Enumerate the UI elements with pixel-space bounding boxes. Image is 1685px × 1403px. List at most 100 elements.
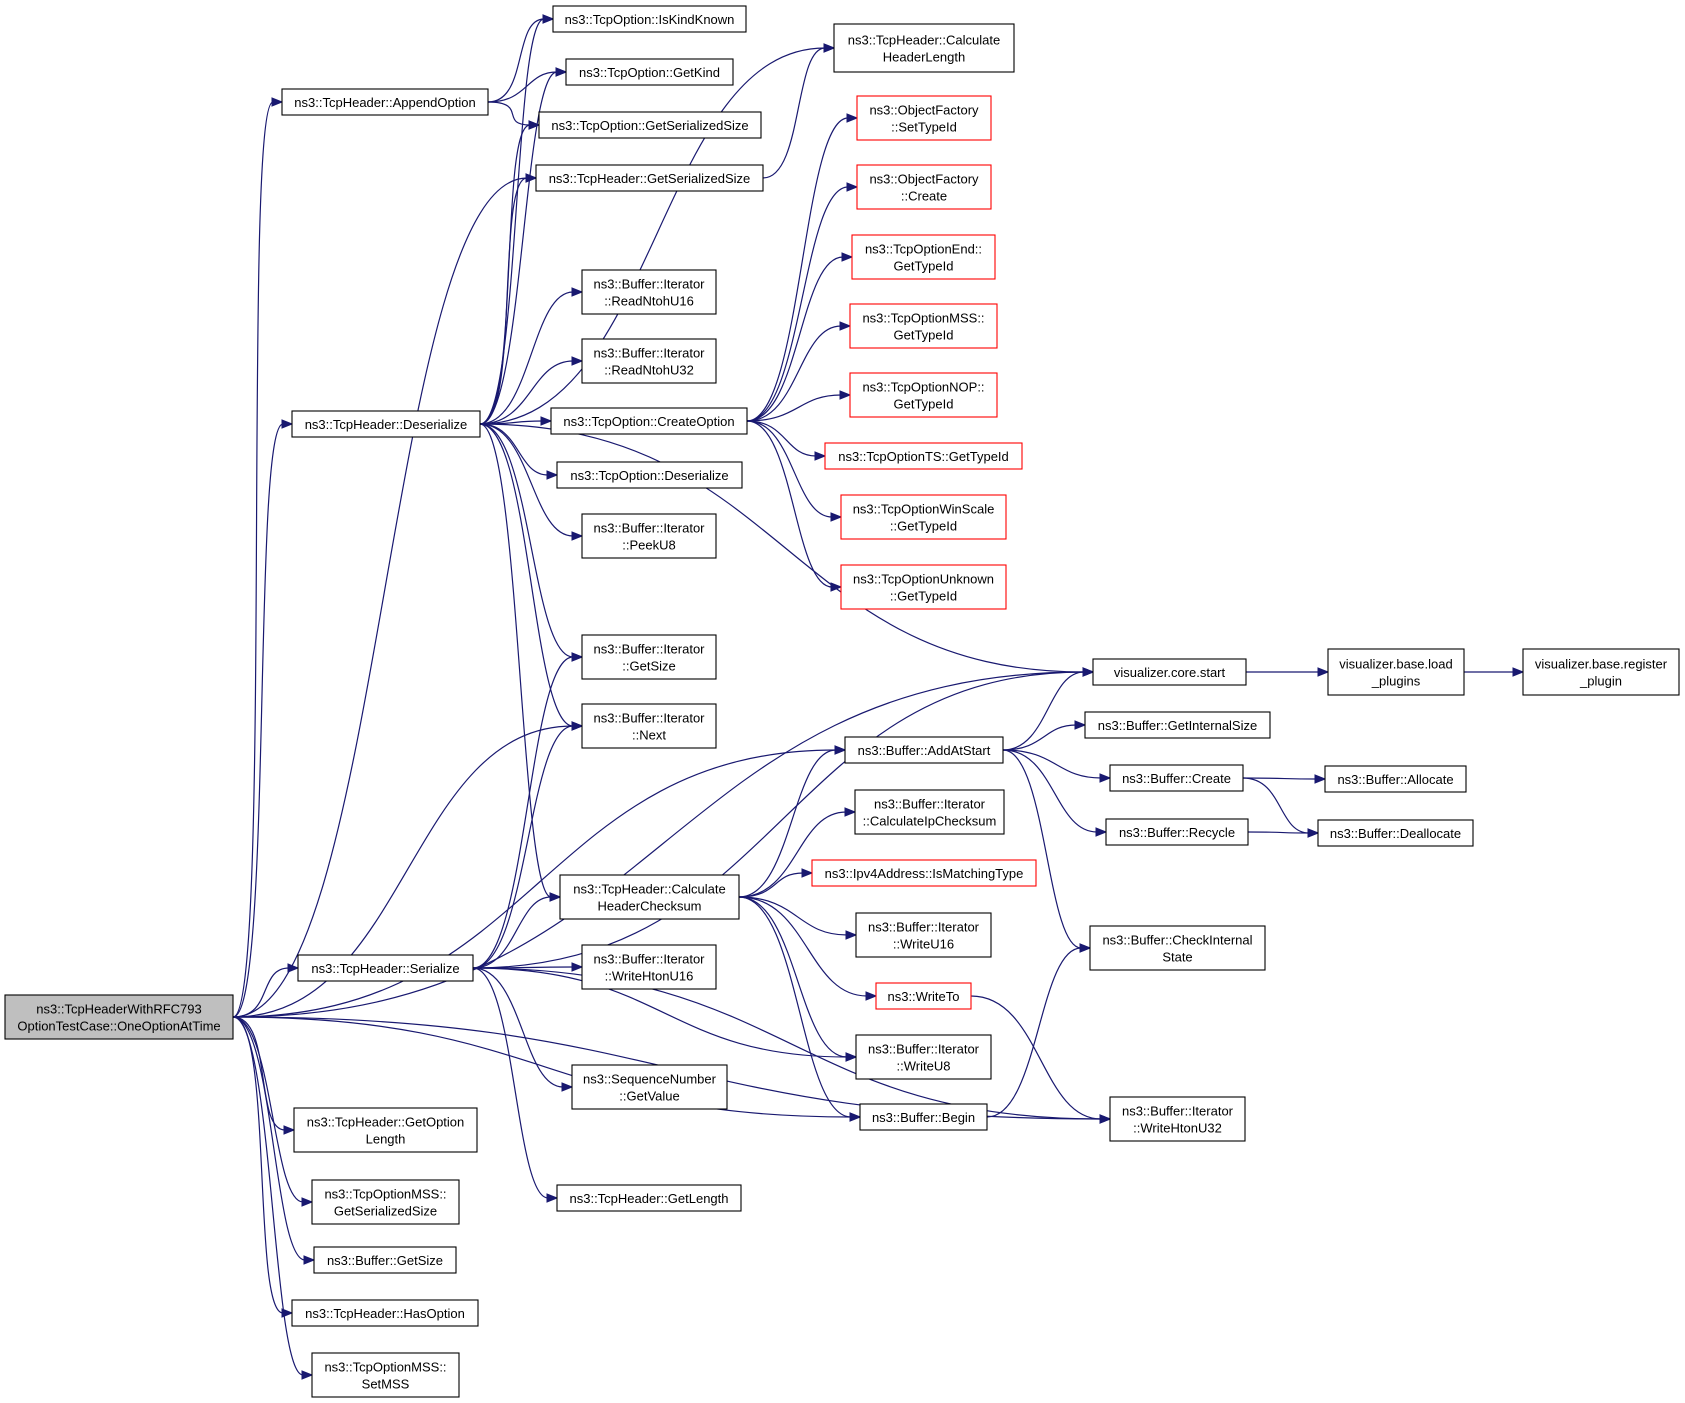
edge-createOption-to-nopGetTypeId bbox=[746, 394, 842, 422]
node-deserialize[interactable]: ns3::TcpHeader::Deserialize bbox=[291, 410, 481, 438]
node-tsGetTypeId[interactable]: ns3::TcpOptionTS::GetTypeId bbox=[824, 442, 1023, 470]
call-edges bbox=[232, 14, 1525, 1380]
node-box bbox=[556, 1184, 742, 1212]
node-peekU8[interactable]: ns3::Buffer::Iterator::PeekU8 bbox=[581, 513, 717, 559]
node-box bbox=[556, 461, 743, 489]
node-writeTo[interactable]: ns3::WriteTo bbox=[875, 982, 972, 1010]
node-getKind[interactable]: ns3::TcpOption::GetKind bbox=[565, 58, 734, 86]
node-box bbox=[840, 494, 1007, 540]
node-box bbox=[581, 634, 717, 680]
node-ofSetTypeId[interactable]: ns3::ObjectFactory::SetTypeId bbox=[856, 95, 992, 141]
edge-serialize-to-writeU8 bbox=[472, 967, 848, 1058]
arrowhead-calcHeaderChecksum-to-writeTo bbox=[865, 991, 878, 1001]
edge-root-to-coreStart bbox=[232, 671, 1085, 1018]
node-recycle[interactable]: ns3::Buffer::Recycle bbox=[1105, 818, 1249, 846]
node-seqGetValue[interactable]: ns3::SequenceNumber::GetValue bbox=[571, 1064, 728, 1110]
node-deallocate[interactable]: ns3::Buffer::Deallocate bbox=[1317, 819, 1474, 847]
node-label: ns3::TcpHeader::AppendOption bbox=[294, 95, 475, 110]
node-label: ns3::Buffer::Iterator bbox=[593, 711, 705, 726]
node-readNtohU32[interactable]: ns3::Buffer::Iterator::ReadNtohU32 bbox=[581, 338, 717, 384]
arrowhead-addAtStart-to-bufferCreate bbox=[1099, 773, 1112, 783]
node-label: _plugins bbox=[1371, 674, 1421, 689]
node-unknownGetTypeId[interactable]: ns3::TcpOptionUnknown::GetTypeId bbox=[840, 564, 1007, 610]
node-box bbox=[844, 736, 1004, 764]
edge-writeTo-to-writeHtonU32 bbox=[970, 995, 1102, 1120]
node-loadPlugins[interactable]: visualizer.base.load_plugins bbox=[1327, 648, 1465, 696]
node-allocate[interactable]: ns3::Buffer::Allocate bbox=[1324, 765, 1467, 793]
node-box bbox=[849, 303, 998, 349]
edge-bufferBegin-to-checkInternalState bbox=[986, 947, 1082, 1118]
edge-root-to-getOptionLength bbox=[232, 1016, 286, 1131]
node-label: ns3::TcpHeader::Deserialize bbox=[305, 417, 468, 432]
node-endGetTypeId[interactable]: ns3::TcpOptionEnd::GetTypeId bbox=[851, 234, 996, 280]
arrowhead-coreStart-to-loadPlugins bbox=[1317, 667, 1330, 677]
arrowhead-recycle-to-deallocate bbox=[1307, 828, 1320, 838]
node-isMatchingType[interactable]: ns3::Ipv4Address::IsMatchingType bbox=[811, 859, 1037, 887]
edge-root-to-bufferGetSize bbox=[232, 1016, 306, 1261]
node-label: ns3::TcpOptionTS::GetTypeId bbox=[838, 449, 1009, 464]
node-writeU16[interactable]: ns3::Buffer::Iterator::WriteU16 bbox=[855, 912, 992, 958]
edge-calcHeaderChecksum-to-writeU8 bbox=[738, 896, 848, 1058]
node-writeHtonU32[interactable]: ns3::Buffer::Iterator::WriteHtonU32 bbox=[1109, 1096, 1246, 1142]
node-label: ns3::TcpOption::GetKind bbox=[579, 65, 720, 80]
arrowhead-calcHeaderChecksum-to-isMatchingType bbox=[801, 868, 814, 878]
node-label: HeaderLength bbox=[883, 50, 965, 65]
node-nopGetTypeId[interactable]: ns3::TcpOptionNOP::GetTypeId bbox=[849, 372, 998, 418]
node-bufferBegin[interactable]: ns3::Buffer::Begin bbox=[859, 1103, 988, 1131]
node-box bbox=[824, 442, 1023, 470]
node-getLength[interactable]: ns3::TcpHeader::GetLength bbox=[556, 1184, 742, 1212]
arrowhead-calcHeaderChecksum-to-writeU16 bbox=[845, 930, 858, 940]
node-iterNext[interactable]: ns3::Buffer::Iterator::Next bbox=[581, 703, 717, 749]
node-bufferGetSize[interactable]: ns3::Buffer::GetSize bbox=[313, 1246, 457, 1274]
node-mssGetTypeId[interactable]: ns3::TcpOptionMSS::GetTypeId bbox=[849, 303, 998, 349]
node-writeHtonU16[interactable]: ns3::Buffer::Iterator::WriteHtonU16 bbox=[581, 944, 717, 990]
node-label: ns3::Buffer::Allocate bbox=[1337, 772, 1453, 787]
node-box bbox=[581, 269, 717, 315]
node-readNtohU16[interactable]: ns3::Buffer::Iterator::ReadNtohU16 bbox=[581, 269, 717, 315]
node-mssGetSerializedSize[interactable]: ns3::TcpOptionMSS::GetSerializedSize bbox=[311, 1179, 460, 1225]
node-setMSS[interactable]: ns3::TcpOptionMSS::SetMSS bbox=[311, 1352, 460, 1398]
node-hasOption[interactable]: ns3::TcpHeader::HasOption bbox=[291, 1299, 479, 1327]
arrowhead-deserialize-to-hdrGetSerializedSize bbox=[525, 173, 538, 183]
edge-deserialize-to-calcHeaderChecksum bbox=[479, 423, 552, 898]
node-root[interactable]: ns3::TcpHeaderWithRFC793OptionTestCase::… bbox=[4, 994, 234, 1040]
edge-createOption-to-endGetTypeId bbox=[746, 256, 844, 422]
arrowhead-serialize-to-iterNext bbox=[571, 721, 584, 731]
node-appendOption[interactable]: ns3::TcpHeader::AppendOption bbox=[281, 88, 489, 116]
node-addAtStart[interactable]: ns3::Buffer::AddAtStart bbox=[844, 736, 1004, 764]
node-label: ns3::Buffer::GetSize bbox=[327, 1253, 443, 1268]
node-optGetSerializedSize[interactable]: ns3::TcpOption::GetSerializedSize bbox=[538, 111, 762, 139]
node-box bbox=[571, 1064, 728, 1110]
node-isKindKnown[interactable]: ns3::TcpOption::IsKindKnown bbox=[552, 5, 747, 33]
node-hdrGetSerializedSize[interactable]: ns3::TcpHeader::GetSerializedSize bbox=[535, 164, 764, 192]
node-getInternalSize[interactable]: ns3::Buffer::GetInternalSize bbox=[1084, 711, 1271, 739]
node-calcIpChecksum[interactable]: ns3::Buffer::Iterator::CalculateIpChecks… bbox=[854, 789, 1005, 835]
node-optDeserialize[interactable]: ns3::TcpOption::Deserialize bbox=[556, 461, 743, 489]
edge-calcHeaderChecksum-to-writeTo bbox=[738, 896, 868, 997]
arrowhead-writeTo-to-writeHtonU32 bbox=[1099, 1114, 1112, 1124]
arrowhead-serialize-to-iterGetSize bbox=[571, 652, 584, 662]
arrowhead-deserialize-to-optGetSerializedSize bbox=[528, 120, 541, 130]
arrowhead-createOption-to-tsGetTypeId bbox=[814, 451, 827, 461]
edge-root-to-hdrGetSerializedSize bbox=[232, 177, 528, 1018]
edge-addAtStart-to-checkInternalState bbox=[1002, 749, 1082, 949]
node-registerPlugin[interactable]: visualizer.base.register_plugin bbox=[1522, 648, 1680, 696]
node-writeU8[interactable]: ns3::Buffer::Iterator::WriteU8 bbox=[855, 1034, 992, 1080]
node-serialize[interactable]: ns3::TcpHeader::Serialize bbox=[297, 954, 474, 982]
node-label: ns3::TcpOptionEnd:: bbox=[865, 242, 982, 257]
node-label: GetSerializedSize bbox=[334, 1204, 437, 1219]
node-iterGetSize[interactable]: ns3::Buffer::Iterator::GetSize bbox=[581, 634, 717, 680]
arrowhead-addAtStart-to-recycle bbox=[1095, 827, 1108, 837]
node-winScaleGetTypeId[interactable]: ns3::TcpOptionWinScale::GetTypeId bbox=[840, 494, 1007, 540]
node-box bbox=[281, 88, 489, 116]
edge-appendOption-to-getKind bbox=[487, 71, 558, 103]
node-label: ns3::Buffer::Iterator bbox=[868, 1042, 980, 1057]
node-bufferCreate[interactable]: ns3::Buffer::Create bbox=[1109, 764, 1244, 792]
node-ofCreate[interactable]: ns3::ObjectFactory::Create bbox=[856, 164, 992, 210]
node-coreStart[interactable]: visualizer.core.start bbox=[1092, 658, 1247, 686]
node-createOption[interactable]: ns3::TcpOption::CreateOption bbox=[550, 407, 748, 435]
